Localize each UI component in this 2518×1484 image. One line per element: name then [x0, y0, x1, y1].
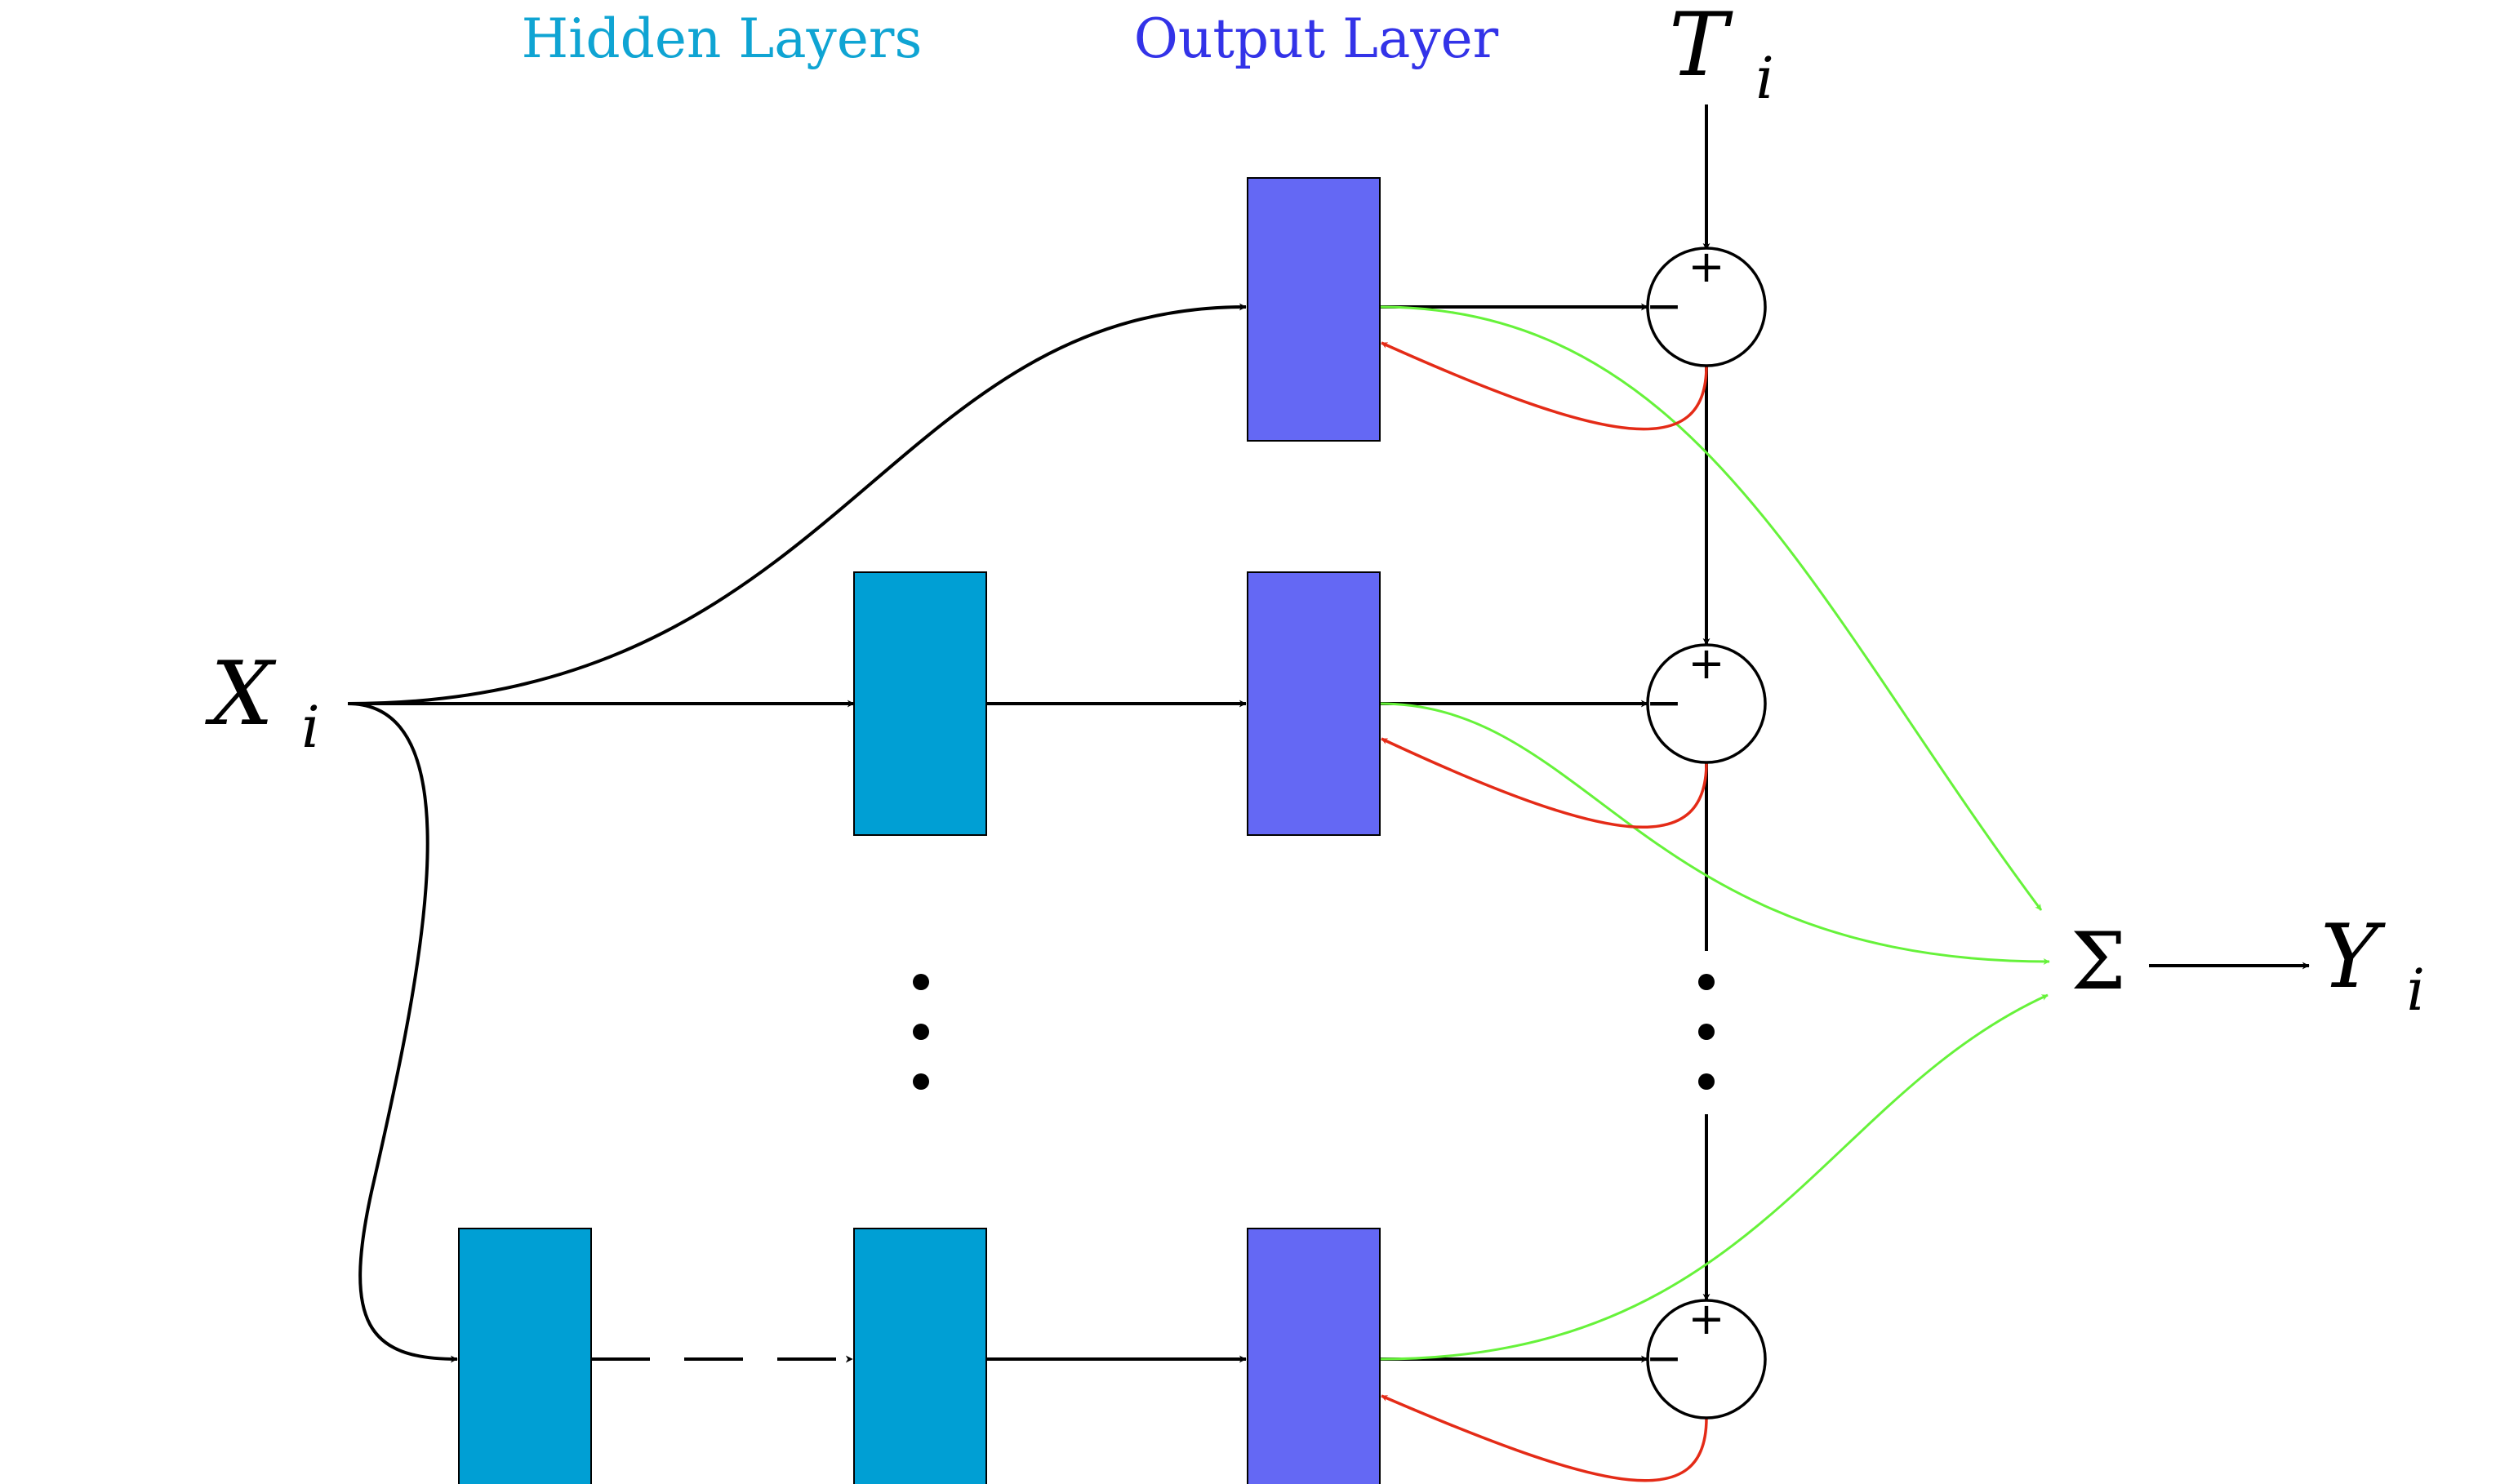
input-variable-main: X [205, 643, 277, 745]
hidden-ellipsis-dot [913, 1073, 929, 1090]
target-variable: T i [1669, 0, 1774, 112]
target-variable-subscript: i [1755, 45, 1773, 112]
bottom-first-hidden-layer-block [458, 1228, 592, 1484]
ensemble-output-subscript: i [2407, 957, 2425, 1024]
middle-error-circle [1646, 643, 1767, 764]
output-layer-label: Output Layer [1134, 7, 1499, 70]
input-variable: X i [205, 643, 320, 761]
top-error-plus-sign: + [1688, 241, 1724, 292]
error-ellipsis-dot [1698, 974, 1715, 990]
bottom-error-feedback-connection [1381, 1394, 1708, 1482]
bottom-last-hidden-layer-block [853, 1228, 987, 1484]
hidden-layers-label: Hidden Layers [522, 7, 923, 70]
middle-error-feedback-connection [1381, 737, 1708, 829]
ensemble-output-main: Y [2320, 906, 2386, 1008]
bottom-error-plus-sign: + [1688, 1293, 1724, 1344]
middle-hidden-layer-block [853, 571, 987, 836]
error-ellipsis-dot [1698, 1024, 1715, 1040]
target-variable-main: T [1669, 0, 1733, 96]
input-variable-subscript: i [301, 694, 319, 761]
bottom-output-layer-block [1247, 1228, 1381, 1484]
error-ellipsis-dot [1698, 1073, 1715, 1090]
top-error-feedback-connection [1381, 341, 1708, 431]
bottom-error-minus-sign: − [1645, 1332, 1682, 1384]
input-to-bottom-hidden-connection [347, 702, 458, 1363]
bottom-error-circle [1646, 1299, 1767, 1420]
summation-symbol: Σ [2071, 916, 2126, 1007]
middle-error-plus-sign: + [1688, 638, 1724, 689]
input-to-top-output-connection [347, 303, 1247, 705]
middle-error-minus-sign: − [1645, 677, 1682, 728]
hidden-ellipsis-dot [913, 1024, 929, 1040]
hidden-ellipsis-dot [913, 974, 929, 990]
top-error-node: + − [1645, 241, 1767, 367]
middle-output-to-summation-green-connection [1379, 702, 2050, 965]
top-error-minus-sign: − [1645, 280, 1682, 331]
bottom-error-node: + − [1645, 1293, 1767, 1420]
ensemble-output-variable: Y i [2320, 906, 2425, 1024]
bottom-output-to-summation-green-connection [1379, 993, 2049, 1361]
top-output-layer-block [1247, 177, 1381, 442]
top-error-circle [1646, 247, 1767, 367]
middle-error-node: + − [1645, 638, 1767, 764]
middle-output-layer-block [1247, 571, 1381, 836]
top-output-to-summation-green-connection [1379, 305, 2043, 911]
